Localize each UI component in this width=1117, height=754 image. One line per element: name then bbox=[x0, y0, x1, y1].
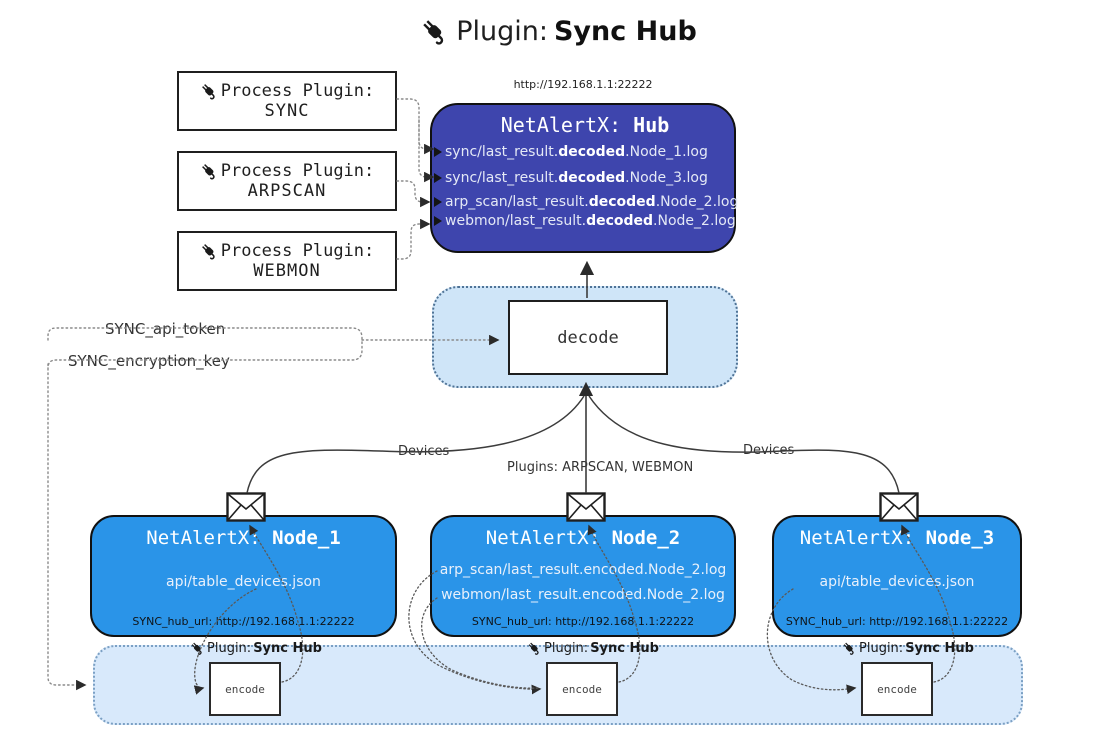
node-file: arp_scan/last_result.encoded.Node_2.log bbox=[439, 561, 727, 578]
hub-log-line: webmon/last_result.decoded.Node_2.log bbox=[434, 213, 736, 229]
hub-url-label: http://192.168.1.1:22222 bbox=[513, 78, 653, 91]
encode-box: encode bbox=[209, 662, 281, 716]
node-hub-url: SYNC_hub_url: http://192.168.1.1:22222 bbox=[785, 615, 1009, 628]
hub-log-line: arp_scan/last_result.decoded.Node_2.log bbox=[434, 194, 738, 210]
process-plugin-label: Process Plugin: bbox=[220, 161, 375, 181]
hub-box: NetAlertX: Hub sync/last_result.decoded.… bbox=[430, 103, 738, 253]
encoder-badge: Plugin:Sync Hub bbox=[842, 641, 974, 656]
node-1-box: NetAlertX: Node_1 api/table_devices.json… bbox=[90, 515, 397, 637]
process-plugin-name: ARPSCAN bbox=[247, 181, 327, 201]
hub-log-line: sync/last_result.decoded.Node_3.log bbox=[434, 170, 724, 186]
process-plugin-sync-box: Process Plugin: SYNC bbox=[177, 71, 397, 131]
encode-box: encode bbox=[546, 662, 618, 716]
hub-title-name: Hub bbox=[633, 113, 670, 137]
plugins-label: Plugins: ARPSCAN, WEBMON bbox=[502, 460, 699, 475]
node-hub-url: SYNC_hub_url: http://192.168.1.1:22222 bbox=[471, 615, 695, 628]
node-file: api/table_devices.json bbox=[166, 574, 321, 590]
plug-icon bbox=[200, 82, 219, 101]
node-title: NetAlertX: Node_3 bbox=[799, 527, 995, 549]
node-file: webmon/last_result.encoded.Node_2.log bbox=[441, 586, 725, 603]
node-2-box: NetAlertX: Node_2 arp_scan/last_result.e… bbox=[430, 515, 736, 637]
process-plugin-label: Process Plugin: bbox=[220, 241, 375, 261]
page-title-prefix: Plugin: bbox=[456, 16, 548, 47]
node-hub-url: SYNC_hub_url: http://192.168.1.1:22222 bbox=[132, 615, 355, 628]
devices-right-label: Devices bbox=[738, 443, 800, 458]
devices-left-label: Devices bbox=[393, 444, 455, 459]
hub-log-line: sync/last_result.decoded.Node_1.log bbox=[434, 144, 724, 160]
plug-icon bbox=[420, 17, 450, 47]
arrowhead-icon bbox=[434, 173, 442, 183]
plug-icon bbox=[527, 641, 542, 656]
plug-icon bbox=[200, 162, 219, 181]
decode-box: decode bbox=[508, 300, 668, 375]
process-plugin-arpscan-box: Process Plugin: ARPSCAN bbox=[177, 151, 397, 211]
node-title: NetAlertX: Node_2 bbox=[485, 527, 681, 549]
encoder-badge: Plugin:Sync Hub bbox=[527, 641, 659, 656]
sync-api-token-label: SYNC_api_token bbox=[101, 320, 230, 338]
arrowhead-icon bbox=[434, 147, 442, 157]
arrowhead-icon bbox=[434, 216, 442, 226]
encode-box: encode bbox=[861, 662, 933, 716]
envelope-icon bbox=[879, 492, 919, 522]
process-plugin-name: SYNC bbox=[264, 101, 310, 121]
plug-icon bbox=[200, 242, 219, 261]
sync-encryption-key-label: SYNC_encryption_key bbox=[64, 352, 234, 370]
process-plugin-webmon-box: Process Plugin: WEBMON bbox=[177, 231, 397, 291]
arrowhead-icon bbox=[434, 197, 442, 207]
envelope-icon bbox=[566, 492, 606, 522]
page-title: Plugin: Sync Hub bbox=[0, 16, 1117, 47]
page-title-name: Sync Hub bbox=[553, 16, 697, 47]
plug-icon bbox=[842, 641, 857, 656]
encoder-badge: Plugin:Sync Hub bbox=[190, 641, 322, 656]
process-plugin-name: WEBMON bbox=[253, 261, 321, 281]
node-file: api/table_devices.json bbox=[819, 574, 975, 590]
node-title: NetAlertX: Node_1 bbox=[146, 527, 341, 549]
hub-title: NetAlertX: Hub bbox=[446, 113, 724, 137]
hub-title-prefix: NetAlertX: bbox=[500, 113, 622, 137]
process-plugin-label: Process Plugin: bbox=[220, 81, 375, 101]
plug-icon bbox=[190, 641, 205, 656]
node-3-box: NetAlertX: Node_3 api/table_devices.json… bbox=[772, 515, 1022, 637]
envelope-icon bbox=[226, 492, 266, 522]
